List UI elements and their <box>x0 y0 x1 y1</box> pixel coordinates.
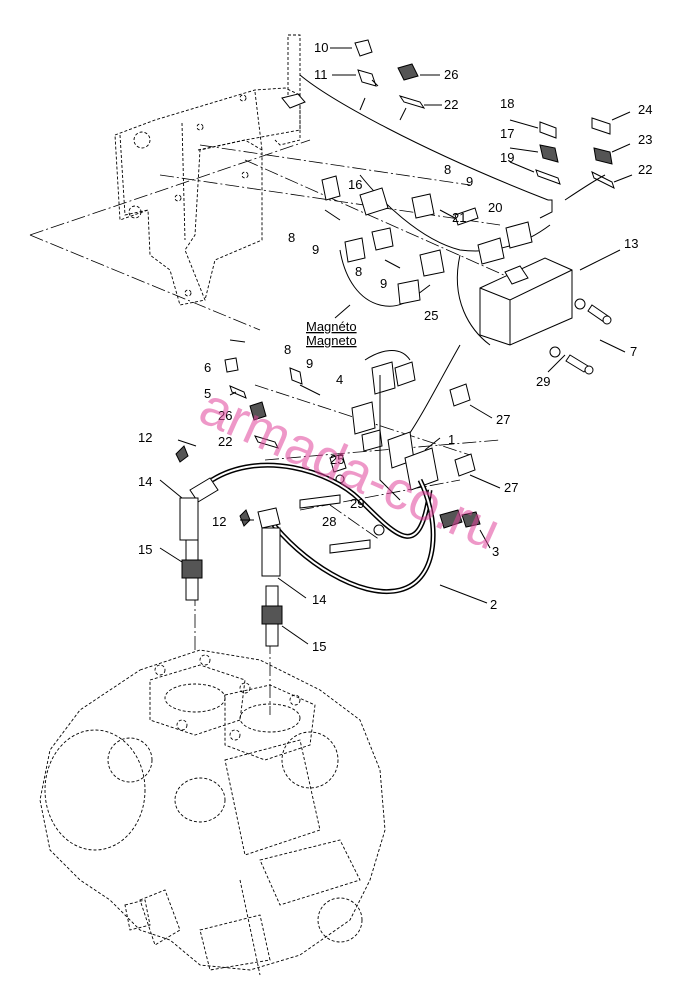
callout-22: 22 <box>638 162 652 177</box>
magneto-label: Magnéto Magneto <box>306 319 357 348</box>
callout-6: 6 <box>204 360 211 375</box>
callout-20: 20 <box>488 200 502 215</box>
engine-block <box>39 649 386 976</box>
callout-29: 29 <box>350 496 364 511</box>
callout-21: 21 <box>452 210 466 225</box>
callout-3: 3 <box>492 544 499 559</box>
callout-leaders <box>159 47 633 645</box>
callout-5: 5 <box>204 386 211 401</box>
control-module <box>479 257 612 375</box>
callout-8: 8 <box>288 230 295 245</box>
magneto-label-fr: Magnéto <box>306 319 357 334</box>
callout-27: 27 <box>504 480 518 495</box>
callout-2: 2 <box>490 597 497 612</box>
callout-14: 14 <box>312 592 326 607</box>
mounting-bracket <box>114 34 301 306</box>
callout-26: 26 <box>218 408 232 423</box>
callout-29: 29 <box>536 374 550 389</box>
callout-labels: 10 11 26 22 18 24 17 23 19 22 8 9 16 21 … <box>138 40 652 654</box>
callout-8: 8 <box>355 264 362 279</box>
callout-4: 4 <box>336 372 343 387</box>
callout-8: 8 <box>284 342 291 357</box>
callout-9: 9 <box>380 276 387 291</box>
spark-plugs <box>181 539 283 647</box>
callout-12: 12 <box>212 514 226 529</box>
callout-14: 14 <box>138 474 152 489</box>
callout-25: 25 <box>330 452 344 467</box>
callout-24: 24 <box>638 102 652 117</box>
callout-22: 22 <box>444 97 458 112</box>
callout-26: 26 <box>444 67 458 82</box>
callout-15: 15 <box>138 542 152 557</box>
callout-23: 23 <box>638 132 652 147</box>
callout-16: 16 <box>348 177 362 192</box>
callout-12: 12 <box>138 430 152 445</box>
callout-19: 19 <box>500 150 514 165</box>
main-harness <box>321 174 551 346</box>
callout-9: 9 <box>312 242 319 257</box>
callout-9: 9 <box>306 356 313 371</box>
callout-15: 15 <box>312 639 326 654</box>
callout-17: 17 <box>500 126 514 141</box>
ignition-wires <box>175 445 436 594</box>
callout-1: 1 <box>448 432 455 447</box>
callout-10: 10 <box>314 40 328 55</box>
callout-11: 11 <box>314 67 328 82</box>
callout-25: 25 <box>424 308 438 323</box>
callout-13: 13 <box>624 236 638 251</box>
middle-harness <box>224 344 481 554</box>
magneto-label-en: Magneto <box>306 333 357 348</box>
callout-18: 18 <box>500 96 514 111</box>
callout-22: 22 <box>218 434 232 449</box>
small-parts-top <box>354 39 615 201</box>
ground-wire <box>281 74 553 219</box>
callout-27: 27 <box>496 412 510 427</box>
callout-8: 8 <box>444 162 451 177</box>
callout-9: 9 <box>466 174 473 189</box>
callout-7: 7 <box>630 344 637 359</box>
callout-28: 28 <box>322 514 336 529</box>
